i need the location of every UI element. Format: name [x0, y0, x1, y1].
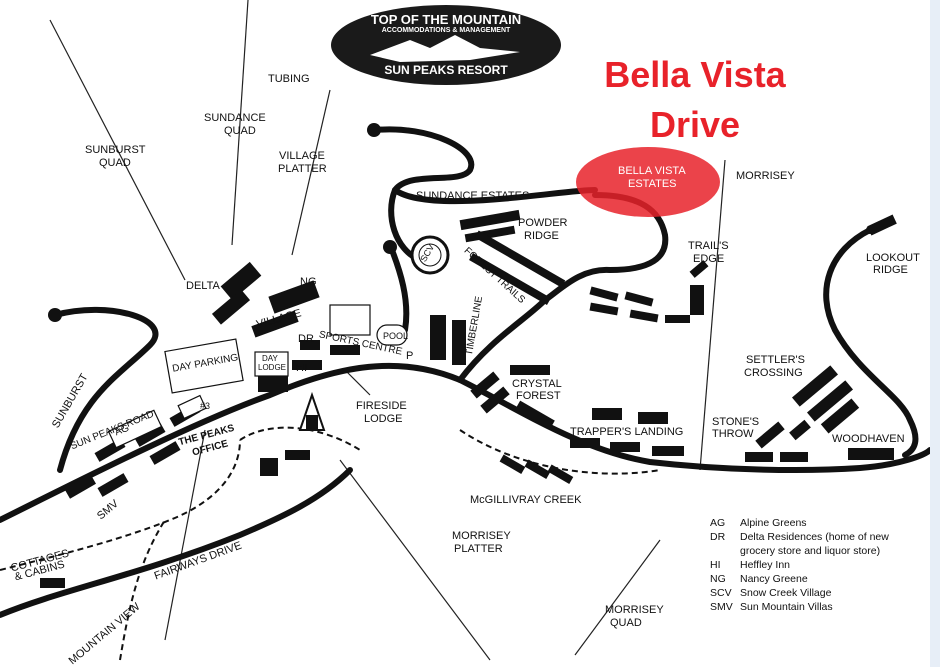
- label-settlers-crossing-1: SETTLER'S: [746, 354, 805, 366]
- legend-code: NG: [710, 573, 726, 585]
- label-sunburst-quad-2: QUAD: [99, 157, 131, 169]
- chapel-icon: [298, 391, 326, 431]
- legend-text: Delta Residences (home of new grocery st…: [740, 531, 889, 557]
- scv-circle: [410, 235, 450, 275]
- label-stones-throw-1: STONE'S: [712, 416, 760, 428]
- label-sundance-estates: SUNDANCE ESTATES: [416, 190, 530, 202]
- label-hi: HI: [296, 362, 307, 374]
- label-morrisey-platter-1: MORRISEY: [452, 530, 511, 542]
- legend-row: DR Delta Residences (home of new grocery…: [710, 530, 920, 558]
- label-sunburst-quad-1: SUNBURST: [85, 144, 146, 156]
- legend-code: SMV: [710, 601, 733, 613]
- label-day-lodge-2: LODGE: [258, 363, 287, 372]
- label-crystal-forest-2: FOREST: [516, 390, 561, 402]
- label-bella-vista-estates-1: BELLA VISTA: [618, 165, 686, 177]
- label-mcgillivray-creek: McGILLIVRAY CREEK: [470, 494, 582, 506]
- legend-row: NG Nancy Greene: [710, 572, 920, 586]
- label-crystal-forest-1: CRYSTAL: [512, 378, 562, 390]
- page-side-bar: [930, 0, 940, 667]
- legend-text: Heffley Inn: [740, 559, 791, 571]
- legend-code: AG: [710, 517, 726, 529]
- legend-row: SMV Sun Mountain Villas: [710, 600, 920, 614]
- label-sundance-quad-2: QUAD: [224, 125, 256, 137]
- label-village-platter-2: PLATTER: [278, 163, 327, 175]
- label-powder-ridge-2: RIDGE: [524, 230, 559, 242]
- label-settlers-crossing-2: CROSSING: [744, 367, 803, 379]
- logo-mountain-icon: [370, 35, 520, 62]
- label-day-lodge-1: DAY: [262, 354, 278, 363]
- label-pool: POOL: [383, 331, 409, 341]
- label-ng: NG: [300, 276, 317, 288]
- logo-line2: ACCOMMODATIONS & MANAGEMENT: [381, 27, 511, 34]
- lift-lines: [49, 0, 726, 661]
- label-morrisey-quad-2: QUAD: [610, 617, 642, 629]
- label-trappers-landing: TRAPPER'S LANDING: [570, 426, 684, 438]
- label-village-platter-1: VILLAGE: [279, 150, 325, 162]
- title-line1: Bella Vista: [604, 54, 786, 95]
- label-delta: DELTA: [186, 280, 220, 292]
- label-woodhaven: WOODHAVEN: [832, 433, 905, 445]
- label-morrisey-quad-1: MORRISEY: [605, 604, 664, 616]
- legend-row: HI Heffley Inn: [710, 558, 920, 572]
- logo-line1: TOP OF THE MOUNTAIN: [370, 12, 522, 27]
- label-morrisey: MORRISEY: [736, 170, 795, 182]
- dashed-roads: [0, 426, 661, 661]
- legend-text: Snow Creek Village: [740, 587, 832, 599]
- label-lookout-ridge-2: RIDGE: [873, 264, 908, 276]
- label-stones-throw-2: THROW: [712, 428, 754, 440]
- label-fireside-lodge-2: LODGE: [364, 413, 403, 425]
- logo-line3: SUN PEAKS RESORT: [384, 63, 508, 77]
- label-morrisey-platter-2: PLATTER: [454, 543, 503, 555]
- label-lookout-ridge-1: LOOKOUT: [866, 252, 920, 264]
- legend-code: SCV: [710, 587, 732, 599]
- outline-boxes: [107, 304, 408, 449]
- buildings: [40, 209, 897, 588]
- legend-code: DR: [710, 531, 726, 543]
- legend-code: HI: [710, 559, 721, 571]
- legend-text: Nancy Greene: [740, 573, 808, 585]
- legend-row: AG Alpine Greens: [710, 516, 920, 530]
- title-line2: Drive: [649, 104, 741, 145]
- label-fireside-lodge-1: FIRESIDE: [356, 400, 407, 412]
- label-tubing: TUBING: [268, 73, 310, 85]
- legend-text: Sun Mountain Villas: [740, 601, 833, 613]
- legend-row: SCV Snow Creek Village: [710, 586, 920, 600]
- label-trails-edge-1: TRAIL'S: [688, 240, 729, 252]
- label-p: P: [406, 350, 414, 362]
- label-sundance-quad-1: SUNDANCE: [204, 112, 266, 124]
- label-dr: DR: [298, 333, 314, 345]
- bella-vista-highlight: [576, 147, 720, 217]
- legend: AG Alpine Greens DR Delta Residences (ho…: [710, 516, 920, 614]
- label-powder-ridge-1: POWDER: [518, 217, 568, 229]
- label-bella-vista-estates-2: ESTATES: [628, 178, 677, 190]
- legend-text: Alpine Greens: [740, 517, 807, 529]
- label-trails-edge-2: EDGE: [693, 253, 725, 265]
- label-num3: #3: [200, 401, 211, 411]
